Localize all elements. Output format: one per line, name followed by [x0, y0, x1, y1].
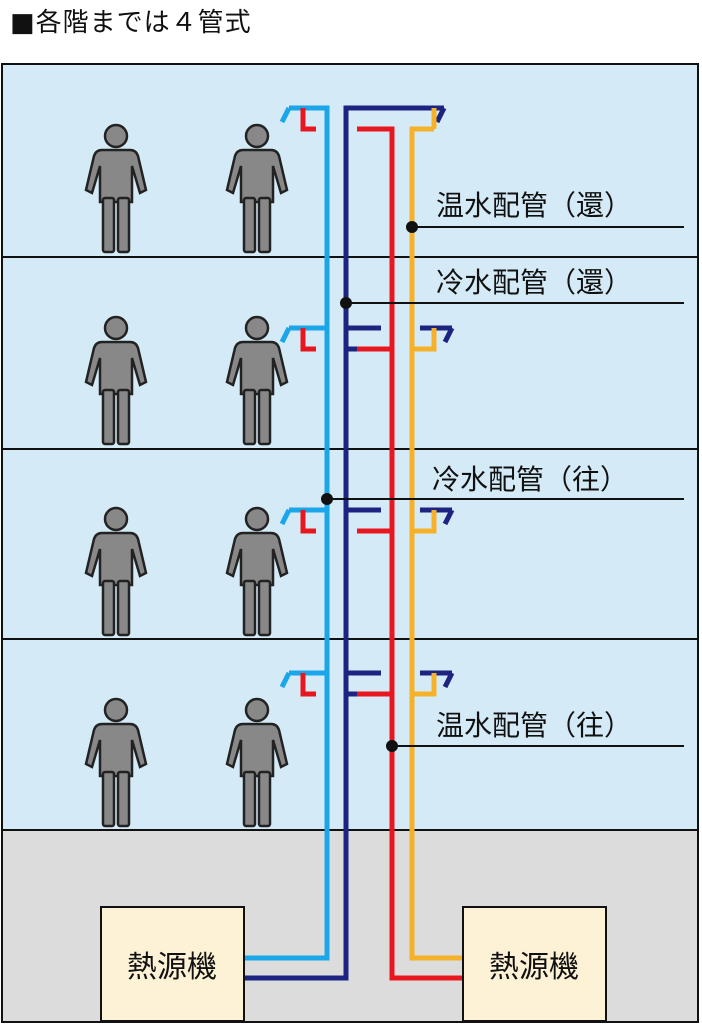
fan-coil-unit-icon	[279, 507, 455, 534]
branches	[279, 325, 455, 697]
heat-source-left-label: 熱源機	[127, 950, 217, 985]
diagram-title: ■各階までは４管式	[10, 8, 252, 38]
leader-dot	[406, 221, 418, 233]
label-cold-return: 冷水配管（還）	[436, 266, 632, 299]
fan-coil-unit-icon	[279, 106, 447, 132]
hot-supply-riser	[357, 126, 463, 981]
heat-source-right-label: 熱源機	[489, 950, 579, 985]
hot-return-riser	[409, 126, 463, 961]
leaders	[321, 221, 684, 752]
heat-source-right: 熱源機	[462, 906, 607, 1022]
leader-dot	[321, 493, 333, 505]
risers	[244, 105, 463, 981]
label-hot-return: 温水配管（還）	[436, 189, 632, 222]
leader-dot	[386, 740, 398, 752]
label-hot-supply: 温水配管（往）	[436, 709, 632, 742]
cold-supply-riser	[244, 105, 330, 961]
leader-dot	[340, 297, 352, 309]
cold-return-riser	[244, 105, 444, 981]
fan-coil-unit-icon	[279, 325, 455, 352]
heat-source-left: 熱源機	[100, 906, 245, 1022]
label-cold-supply: 冷水配管（往）	[432, 463, 628, 496]
fan-coil-unit-icon	[279, 670, 455, 697]
